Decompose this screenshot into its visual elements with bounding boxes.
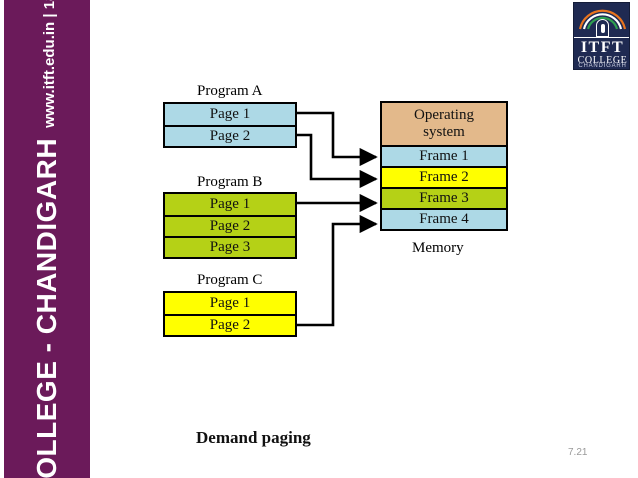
os-line-2: system	[423, 124, 465, 140]
program-b-label: Program B	[197, 174, 263, 190]
program-c-label: Program C	[197, 272, 263, 288]
connector-progC-page2-to-frame4	[295, 214, 378, 327]
program-a-page-1: Page 1	[165, 104, 295, 125]
memory-label: Memory	[412, 240, 464, 256]
itft-college-logo: ITFT COLLEGE CHANDIGARH	[573, 2, 630, 70]
program-c-page-2: Page 2	[165, 314, 295, 335]
college-name-text: ITFT COLLEGE - CHANDIGARH	[31, 137, 62, 478]
branding-sidebar: ITFT COLLEGE - CHANDIGARH www.itft.edu.i…	[4, 0, 90, 478]
slide-caption: Demand paging	[196, 428, 311, 447]
program-b-page-1: Page 1	[165, 194, 295, 215]
memory-frame-3: Frame 3	[382, 187, 506, 208]
memory-frame-1: Frame 1	[382, 145, 506, 166]
program-c-page-1: Page 1	[165, 293, 295, 314]
memory-operating-system: Operating system	[382, 103, 506, 145]
memory-block: Operating system Frame 1 Frame 2 Frame 3…	[380, 101, 508, 231]
os-line-1: Operating	[414, 106, 474, 123]
memory-frame-2: Frame 2	[382, 166, 506, 187]
logo-arc-icon	[578, 9, 627, 30]
logo-emblem-figure-icon	[601, 24, 605, 33]
logo-emblem-icon	[596, 19, 609, 37]
program-a-block: Page 1 Page 2	[163, 102, 297, 148]
logo-city-text: CHANDIGARH	[578, 63, 627, 69]
program-b-page-2: Page 2	[165, 215, 295, 236]
program-b-block: Page 1 Page 2 Page 3	[163, 192, 297, 259]
branding-sidebar-text: ITFT COLLEGE - CHANDIGARH www.itft.edu.i…	[4, 0, 90, 478]
program-a-label: Program A	[197, 83, 263, 99]
connector-progA-page2-to-frame2	[295, 133, 378, 189]
logo-college-text: COLLEGE	[577, 55, 628, 66]
memory-frame-4: Frame 4	[382, 208, 506, 229]
slide-page-number: 7.21	[568, 447, 588, 458]
program-a-page-2: Page 2	[165, 125, 295, 146]
logo-acronym-text: ITFT	[574, 37, 629, 57]
program-b-page-3: Page 3	[165, 236, 295, 257]
connector-progA-page1-to-frame1	[295, 111, 378, 167]
program-c-block: Page 1 Page 2	[163, 291, 297, 337]
college-contact-text: www.itft.edu.in | 1800 180 2424	[40, 0, 58, 128]
